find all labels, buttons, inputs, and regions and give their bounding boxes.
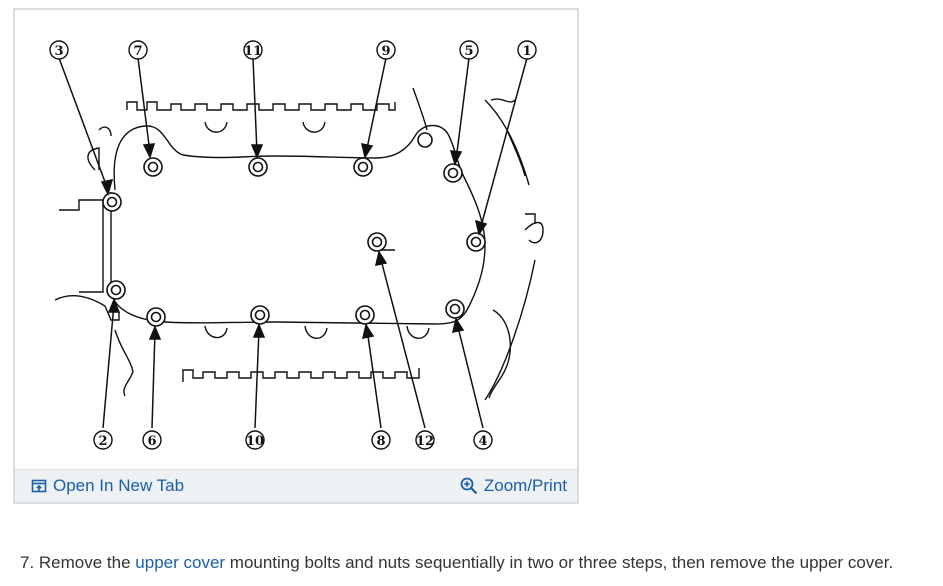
callout-2: 2: [93, 430, 113, 450]
bolt-5: [443, 163, 463, 183]
callout-10: 10: [245, 430, 265, 450]
callout-11: 11: [243, 40, 263, 60]
open-in-new-tab-icon: [31, 478, 47, 494]
svg-text:1: 1: [522, 44, 531, 59]
callout-9: 9: [376, 40, 396, 60]
upper-cover-link[interactable]: upper cover: [135, 553, 226, 572]
magnifier-plus-icon: [460, 477, 478, 495]
svg-text:2: 2: [98, 434, 107, 449]
bolt-11: [248, 157, 268, 177]
bolt-9: [353, 157, 373, 177]
svg-text:9: 9: [381, 44, 390, 59]
callout-5: 5: [459, 40, 479, 60]
top-edge-mark: [62, 0, 74, 13]
svg-text:3: 3: [54, 44, 63, 59]
figure-footer-bar: Open In New Tab Zoom/Print: [15, 469, 577, 502]
callout-6: 6: [142, 430, 162, 450]
callout-4: 4: [473, 430, 493, 450]
diagram-figure-card: 3 7 11 9 5 1 2 6 10 8 12 4 Open In New T…: [13, 8, 579, 504]
callout-3: 3: [49, 40, 69, 60]
bolt-6: [146, 307, 166, 327]
bolt-7: [143, 157, 163, 177]
callout-1: 1: [517, 40, 537, 60]
open-in-new-tab-label: Open In New Tab: [53, 476, 185, 495]
bolt-10: [250, 305, 270, 325]
svg-text:6: 6: [147, 434, 156, 449]
instruction-step-7: 7. Remove the upper cover mounting bolts…: [20, 553, 893, 573]
bolt-2: [106, 280, 126, 300]
bolt-4: [445, 299, 465, 319]
callout-8: 8: [371, 430, 391, 450]
callout-7: 7: [128, 40, 148, 60]
bolt-3: [102, 192, 122, 212]
svg-text:8: 8: [376, 434, 385, 449]
bolt-8: [355, 305, 375, 325]
nut-12: [367, 232, 387, 252]
zoom-print-label: Zoom/Print: [483, 476, 567, 495]
svg-text:11: 11: [244, 44, 262, 59]
svg-text:10: 10: [246, 434, 264, 449]
upper-cover-bolt-sequence-diagram: 3 7 11 9 5 1 2 6 10 8 12 4: [49, 40, 544, 450]
instruction-suffix: mounting bolts and nuts sequentially in …: [225, 553, 894, 572]
svg-text:7: 7: [133, 44, 142, 59]
bolt-1: [466, 232, 486, 252]
instruction-prefix: 7. Remove the: [20, 553, 136, 572]
zoom-print-link[interactable]: Zoom/Print: [460, 476, 567, 496]
svg-text:4: 4: [478, 434, 487, 449]
svg-text:5: 5: [464, 44, 473, 59]
callout-12: 12: [415, 430, 435, 450]
svg-text:12: 12: [416, 434, 434, 449]
open-in-new-tab-link[interactable]: Open In New Tab: [31, 476, 184, 496]
